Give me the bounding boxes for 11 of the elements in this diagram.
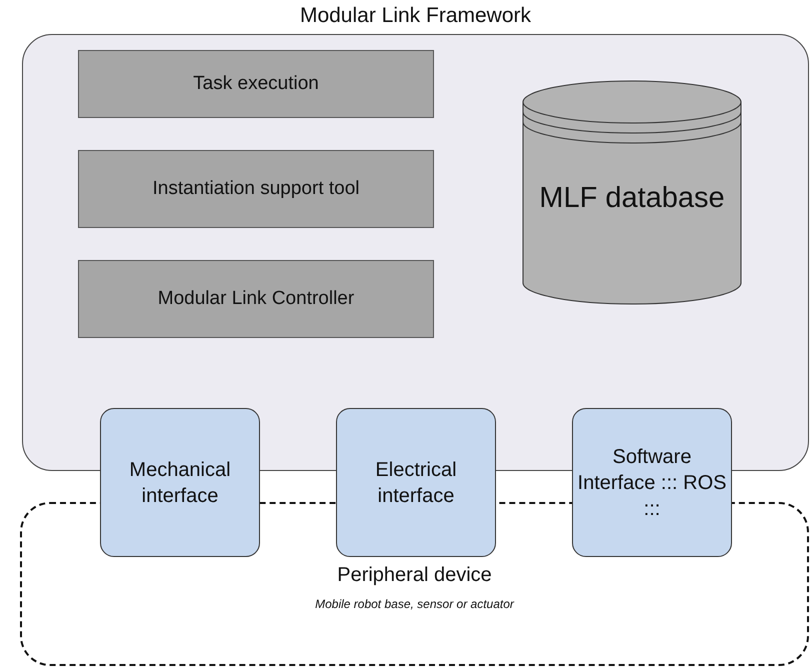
framework-title: Modular Link Framework xyxy=(298,4,532,28)
module-box: Modular Link Controller xyxy=(78,260,434,338)
device-title: Peripheral device xyxy=(336,564,493,587)
device-boundary xyxy=(20,502,809,666)
database-label: MLF database xyxy=(538,181,726,216)
device-description: Mobile robot base, sensor or actuator xyxy=(314,597,516,611)
interface-box: Electrical interface xyxy=(336,408,496,557)
interface-box: Software Interface ::: ROS ::: xyxy=(572,408,732,557)
interface-box: Mechanical interface xyxy=(100,408,260,557)
module-box: Task execution xyxy=(78,50,434,118)
module-box: Instantiation support tool xyxy=(78,150,434,228)
